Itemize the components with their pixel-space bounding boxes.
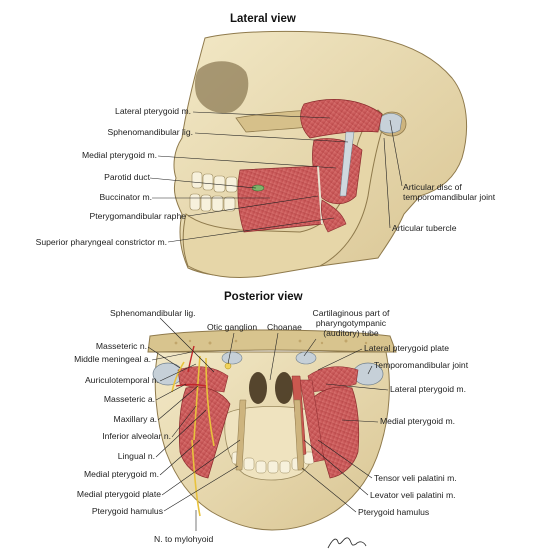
label-lateral-pterygoid-plate: Lateral pterygoid plate <box>364 343 450 353</box>
label-auriculotemporal-n: Auriculotemporal n. <box>84 375 159 385</box>
label-temporomandibular-joint: Temporomandibular joint <box>374 360 469 370</box>
medial-pterygoid-right <box>307 386 360 479</box>
cranial-base <box>147 329 397 353</box>
label-lingual-n: Lingual n. <box>117 451 155 461</box>
medial-pterygoid-plate <box>235 399 247 471</box>
label-post-medial-pterygoid-right: Medial pterygoid m. <box>380 416 455 426</box>
arteries <box>175 345 207 387</box>
label-masseteric-a: Masseteric a. <box>103 394 155 404</box>
label-pterygomandibular-raphe: Pterygomandibular raphe <box>89 211 187 221</box>
maxillary-artery <box>175 383 207 387</box>
choana-left <box>249 372 267 404</box>
nerve-to-mylohyoid <box>191 439 201 517</box>
lingual-nerve <box>205 357 215 447</box>
auditory-tube-right <box>295 351 317 365</box>
label-middle-meningeal-a: Middle meningeal a. <box>74 354 151 364</box>
lateral-skull <box>173 30 468 279</box>
label-levator-veli-palatini: Levator veli palatini m. <box>370 490 456 500</box>
inferior-alveolar-nerve <box>193 355 201 441</box>
posterior-view-title: Posterior view <box>224 291 303 303</box>
parotid-duct <box>251 184 265 192</box>
superior-constrictor <box>320 199 347 233</box>
choana-right <box>275 372 293 404</box>
label-articular-tubercle: Articular tubercle <box>392 223 457 233</box>
posterior-teeth <box>231 451 315 474</box>
leader-lines <box>147 111 403 531</box>
label-maxillary-a: Maxillary a. <box>113 414 157 424</box>
lateral-view-title: Lateral view <box>230 13 296 25</box>
label-tensor-veli-palatini: Tensor veli palatini m. <box>374 473 457 483</box>
label-medial-pterygoid-plate: Medial pterygoid plate <box>76 489 161 499</box>
label-otic-ganglion: Otic ganglion <box>207 322 258 332</box>
cancellous-bone <box>174 339 368 345</box>
label-inferior-alveolar-n: Inferior alveolar n. <box>102 431 171 441</box>
label-lateral-pterygoid: Lateral pterygoid m. <box>115 106 191 116</box>
label-cartilaginous-tube: Cartilaginous part of pharyngotympanic (… <box>312 308 390 338</box>
medial-pterygoid-left <box>178 386 231 479</box>
lateral-pterygoid-muscle <box>300 99 383 139</box>
articular-disc <box>379 113 403 134</box>
label-pterygoid-hamulus-right: Pterygoid hamulus <box>358 507 430 517</box>
nerves <box>171 355 215 517</box>
mandible <box>182 109 387 279</box>
label-superior-pharyngeal-constrictor: Superior pharyngeal constrictor m. <box>35 237 167 247</box>
sphenomandibular-ligament <box>339 131 355 197</box>
masseteric-nerve <box>171 361 185 393</box>
label-masseteric-n: Masseteric n. <box>95 341 147 351</box>
label-parotid-duct: Parotid duct <box>104 172 150 182</box>
lower-teeth <box>189 193 236 212</box>
lateral-pterygoid-left <box>177 366 229 393</box>
auditory-tube-left <box>221 351 243 365</box>
label-post-sphenomandibular-lig: Sphenomandibular lig. <box>110 308 196 318</box>
label-sphenomandibular-lig: Sphenomandibular lig. <box>107 127 193 137</box>
orbit <box>194 61 249 114</box>
middle-meningeal-artery <box>187 345 195 373</box>
label-medial-pterygoid: Medial pterygoid m. <box>82 150 157 160</box>
label-buccinator: Buccinator m. <box>99 192 152 202</box>
label-post-medial-pterygoid-left: Medial pterygoid m. <box>84 469 159 479</box>
buccinator-muscle <box>237 165 323 233</box>
tensor-veli-palatini <box>299 379 325 463</box>
label-pterygoid-hamulus-left: Pterygoid hamulus <box>91 506 163 516</box>
label-choanae: Choanae <box>267 322 302 332</box>
label-post-lateral-pterygoid: Lateral pterygoid m. <box>390 384 466 394</box>
label-articular-disc: Articular disc of temporomandibular join… <box>403 182 496 202</box>
label-n-to-mylohyoid: N. to mylohyoid <box>154 534 214 544</box>
